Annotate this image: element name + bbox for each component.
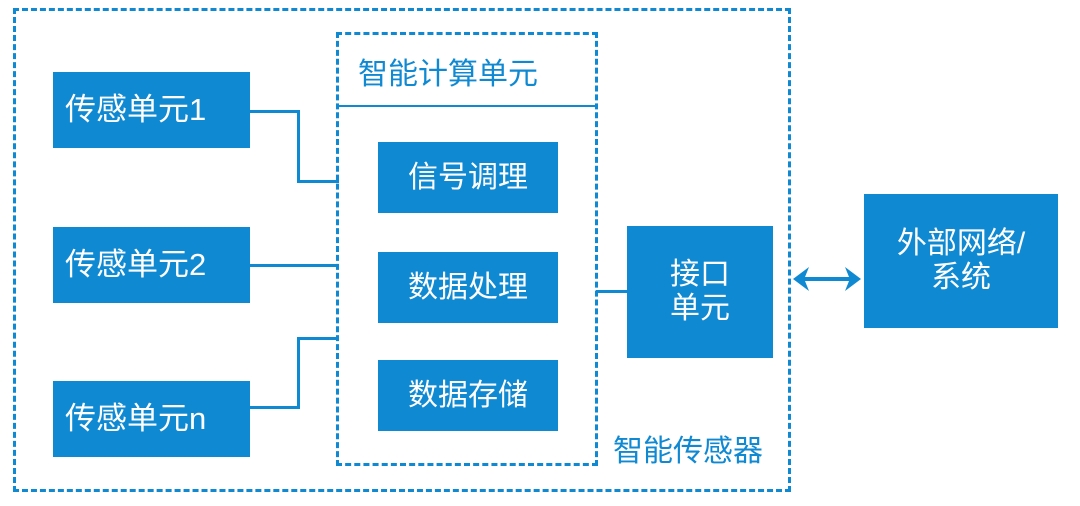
connector-sensorn-segment-3	[297, 337, 339, 340]
sensor-unit-1-block[interactable]: 传感单元1	[53, 72, 250, 148]
sensor-unit-n-block[interactable]: 传感单元n	[53, 381, 250, 457]
connector-sensor1-segment-3	[297, 180, 339, 183]
signal-conditioning-block[interactable]: 信号调理	[378, 142, 558, 213]
compute-unit-title-rule	[338, 105, 596, 107]
connector-sensor1-segment-2	[297, 110, 300, 183]
sensor-unit-2-block[interactable]: 传感单元2	[53, 227, 250, 303]
smart-sensor-caption: 智能传感器	[613, 435, 763, 468]
bidirectional-arrow-icon	[793, 267, 861, 291]
intelligent-compute-unit-boundary	[336, 32, 598, 466]
external-network-system-block[interactable]: 外部网络/ 系统	[864, 194, 1058, 328]
connector-sensorn-segment-2	[297, 337, 300, 409]
connector-compute-to-interface	[596, 290, 629, 293]
connector-sensor1-segment-1	[250, 110, 300, 113]
interface-unit-block[interactable]: 接口 单元	[627, 226, 773, 358]
compute-unit-title: 智能计算单元	[358, 58, 538, 91]
connector-sensor2-segment-1	[250, 264, 339, 267]
data-processing-block[interactable]: 数据处理	[378, 252, 558, 323]
smart-sensor-boundary	[13, 8, 791, 492]
connector-sensorn-segment-1	[250, 406, 300, 409]
data-storage-block[interactable]: 数据存储	[378, 360, 558, 431]
